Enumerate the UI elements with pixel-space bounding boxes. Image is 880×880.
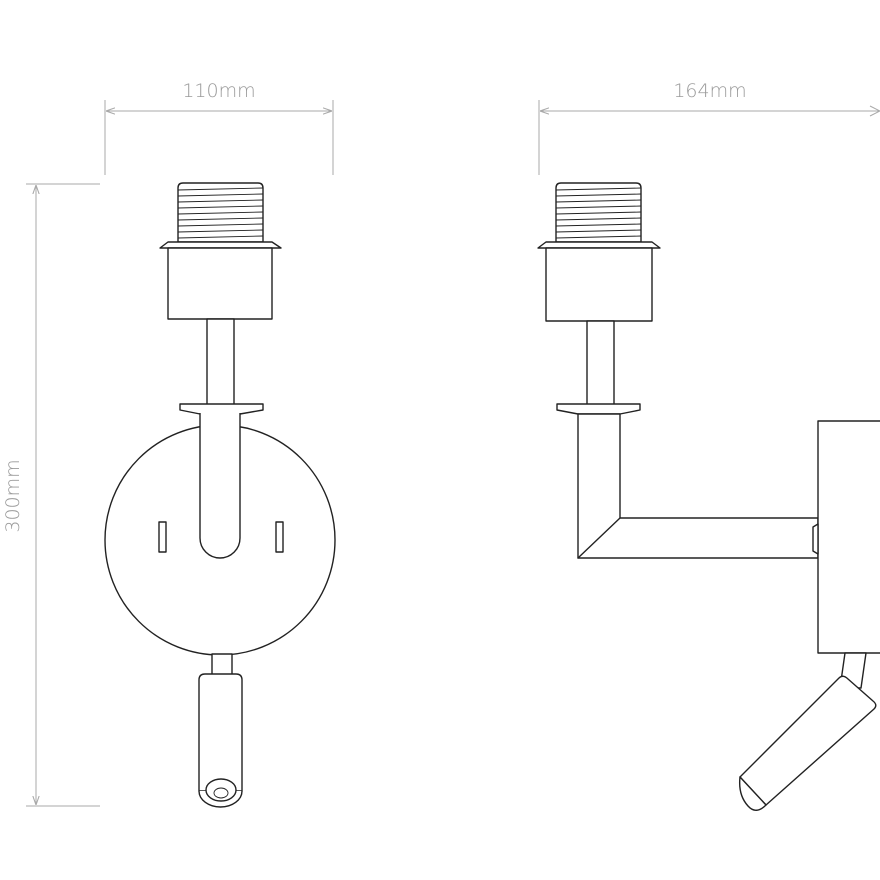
- side-lamp-holder-cup: [545, 247, 653, 322]
- depth-dimension-label: 164mm: [673, 80, 746, 102]
- depth-dimension-side: 164mm: [538, 80, 880, 175]
- side-lamp-holder-collar: [537, 241, 661, 249]
- front-lamp-holder-collar: [159, 241, 282, 249]
- side-wall-plate: [817, 420, 880, 654]
- front-lamp-holder-cup: [167, 247, 273, 320]
- height-dimension-label: 300mm: [2, 459, 24, 532]
- height-dimension: 300mm: [2, 183, 100, 807]
- front-stem: [206, 318, 235, 406]
- front-flange: [179, 403, 264, 415]
- front-arm-tube: [199, 413, 241, 559]
- side-stem: [586, 320, 615, 406]
- side-reading-light: [738, 652, 877, 811]
- front-reading-light: [198, 653, 243, 808]
- side-lamp-holder-thread: [555, 182, 642, 243]
- side-view: [537, 182, 880, 811]
- front-mounting-slot-left: [158, 521, 167, 553]
- width-dimension-front: 110mm: [104, 80, 334, 175]
- front-view: [104, 182, 336, 808]
- width-dimension-label: 110mm: [182, 80, 255, 102]
- front-mounting-slot-right: [275, 521, 284, 553]
- side-switch: [812, 523, 819, 555]
- side-arm: [577, 413, 819, 559]
- front-lamp-holder-thread: [177, 182, 264, 243]
- side-flange: [556, 403, 641, 415]
